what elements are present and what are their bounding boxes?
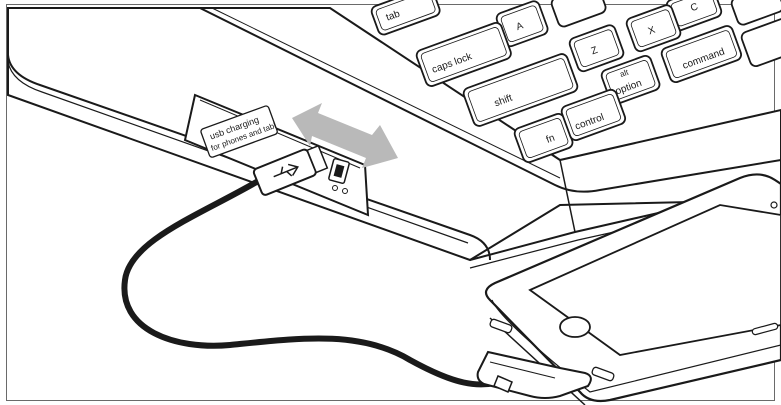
camera-icon — [771, 202, 777, 208]
key-blank-top — [550, 0, 607, 28]
key-tab: tab — [370, 0, 441, 36]
key-control: control — [560, 88, 627, 142]
home-button-icon — [560, 317, 590, 337]
